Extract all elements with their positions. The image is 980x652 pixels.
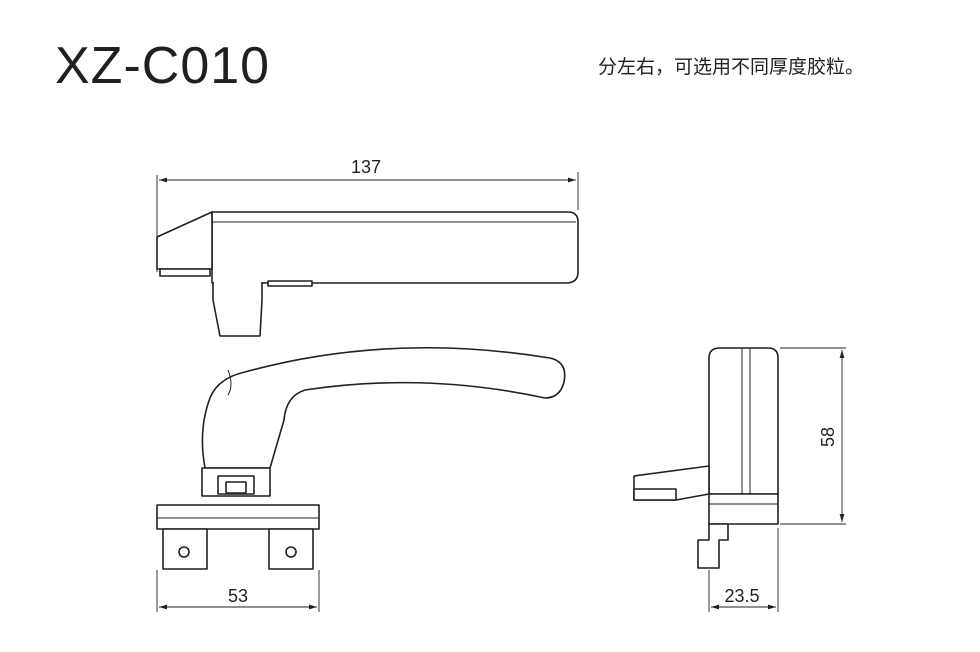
handle-top-nose [156, 211, 213, 270]
top-view: 137 [156, 157, 579, 337]
depth-dimension-label: 23.5 [724, 586, 759, 606]
side-spindle [697, 523, 729, 569]
base-width-dimension-label: 53 [228, 586, 248, 606]
model-title: XZ-C010 [55, 37, 271, 95]
handle-top-spindle [212, 282, 263, 337]
spec-note: 分左右，可选用不同厚度胶粒。 [598, 56, 865, 78]
base-plate [156, 504, 320, 530]
screw-hole-left [178, 546, 190, 558]
screw-hole-right [285, 546, 297, 558]
height-dimension-label: 58 [818, 427, 838, 447]
side-base [708, 493, 779, 525]
handle-top-body [211, 211, 579, 284]
length-dimension-label: 137 [351, 157, 381, 177]
side-view: 58 23.5 [633, 347, 846, 612]
side-body [708, 347, 779, 495]
handle-lever [201, 346, 566, 469]
mount-lug-left [162, 528, 208, 570]
front-view: 53 [156, 346, 566, 612]
